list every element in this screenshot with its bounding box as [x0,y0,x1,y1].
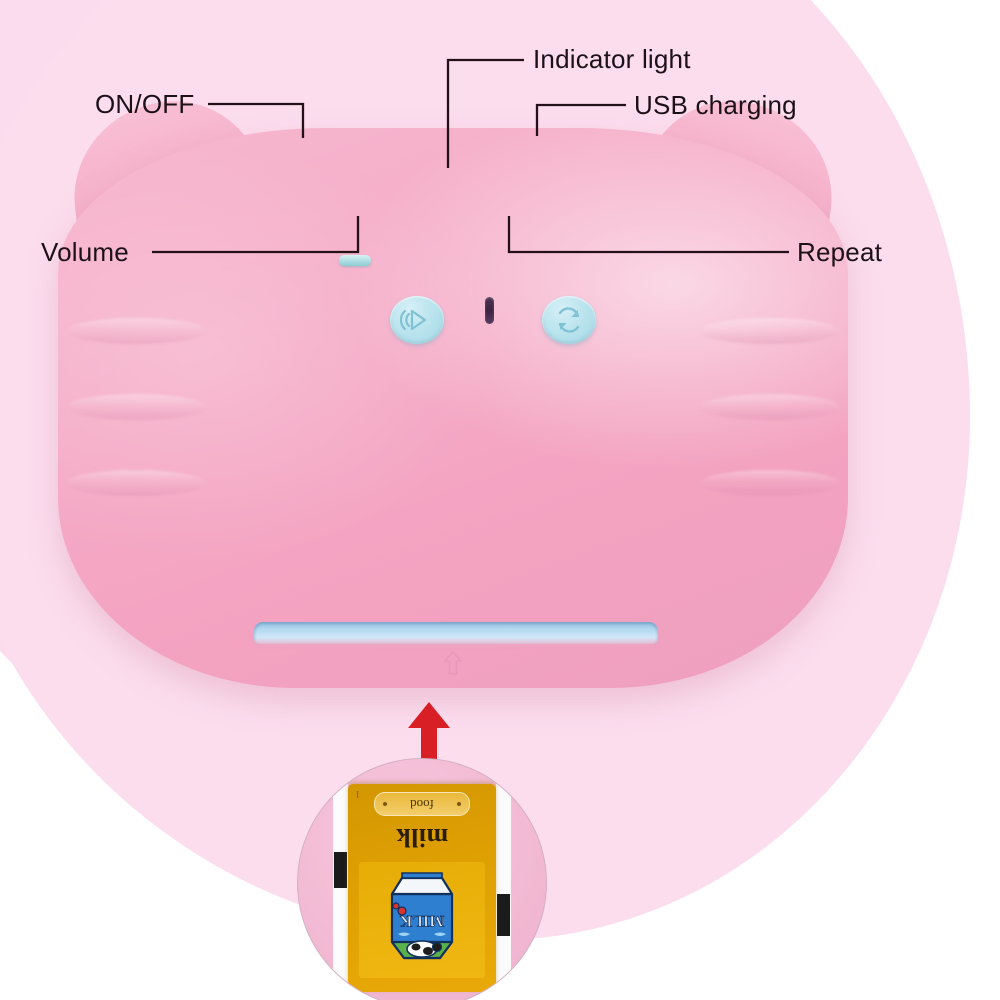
device-body [58,128,848,688]
power-switch[interactable] [339,255,371,266]
card-code-strip-left [496,783,511,992]
volume-button[interactable] [390,296,444,344]
volume-speaker-icon [400,309,427,331]
callout-label-repeat: Repeat [797,237,883,267]
card-inset-circle: MILK milk food [297,758,547,1000]
card-word-label: milk [395,822,449,852]
badge-dot-left-icon [457,801,461,806]
card-illustration-area: MILK [359,861,485,978]
repeat-loop-icon [558,307,580,333]
callout-label-usb-charging: USB charging [634,90,797,120]
flash-card: MILK milk food [333,783,511,992]
svg-text:MILK: MILK [399,912,444,929]
insert-direction-arrow-icon [408,702,450,760]
card-slot[interactable] [254,622,658,644]
slot-up-arrow-icon [444,651,462,675]
callout-label-on-off: ON/OFF [95,89,195,119]
callout-label-volume: Volume [41,237,129,267]
indicator-led [485,297,494,324]
card-category-badge: food [374,791,470,816]
card-number: 1 [355,787,361,800]
card-category-text: food [410,796,434,812]
card-face: MILK milk food [348,783,496,992]
milk-carton-icon: MILK [390,872,454,960]
repeat-button[interactable] [542,296,596,344]
card-code-strip-right [333,783,348,992]
device [58,90,848,698]
badge-dot-right-icon [383,801,387,806]
callout-label-indicator-light: Indicator light [533,44,691,74]
